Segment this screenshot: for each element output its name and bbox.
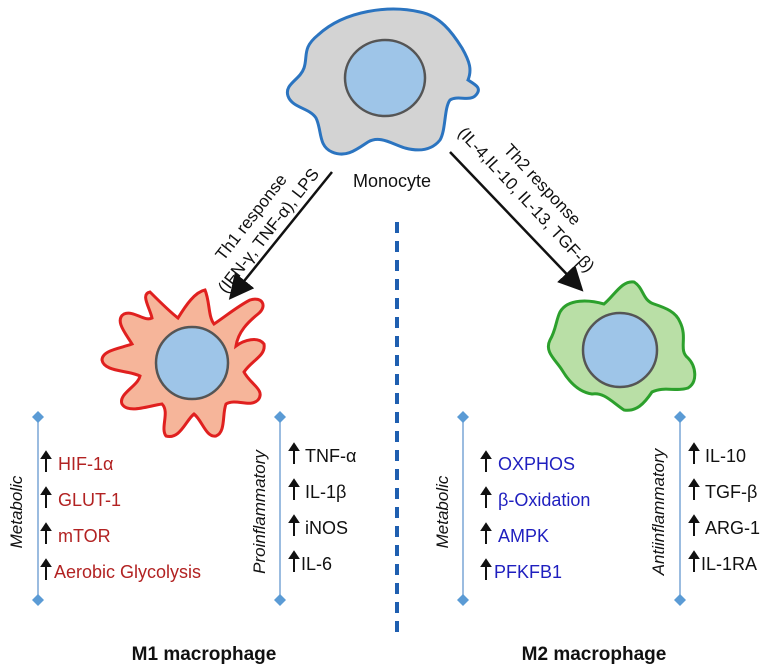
- up-arrow-icon: [40, 522, 52, 544]
- m2-metabolic-item: AMPK: [498, 526, 549, 546]
- m2-nucleus: [581, 311, 659, 389]
- m2-antiinflammatory-item: IL-1RA: [701, 554, 757, 574]
- m1-metabolic-up-arrows: [40, 450, 52, 580]
- up-arrow-icon: [688, 478, 700, 500]
- up-arrow-icon: [288, 478, 300, 500]
- m1-proinflammatory-item: IL-1β: [305, 482, 346, 502]
- up-arrow-icon: [40, 558, 52, 580]
- up-arrow-icon: [480, 486, 492, 508]
- up-arrow-icon: [688, 442, 700, 464]
- monocyte-nucleus: [343, 38, 427, 118]
- arrow-to-m1: [228, 171, 333, 300]
- m2-metabolic-item: PFKFB1: [494, 562, 562, 582]
- m2-antiinflammatory-item: IL-10: [705, 446, 746, 466]
- monocyte-label: Monocyte: [353, 171, 431, 191]
- m2-title: M2 macrophage: [522, 644, 667, 665]
- m1-proinflammatory-label: Proinflammatory: [250, 449, 269, 574]
- up-arrow-icon: [288, 514, 300, 536]
- m1-proinflammatory-item: iNOS: [305, 518, 348, 538]
- up-arrow-icon: [288, 550, 300, 572]
- m1-proinflammatory-item: IL-6: [301, 554, 332, 574]
- monocyte-cell: [285, 7, 480, 156]
- m1-metabolic-item: Aerobic Glycolysis: [54, 562, 201, 582]
- up-arrow-icon: [40, 486, 52, 508]
- up-arrow-icon: [480, 522, 492, 544]
- m2-metabolic-item: β-Oxidation: [498, 490, 590, 510]
- th2-label-line2: (IL-4,IL-10, IL-13, TGF-β): [454, 123, 598, 276]
- m2-macrophage-cell: [547, 280, 697, 412]
- m1-nucleus: [154, 325, 230, 401]
- m2-antiinflammatory-up-arrows: [688, 442, 700, 572]
- m1-metabolic-item: mTOR: [58, 526, 111, 546]
- m2-metabolic-item: OXPHOS: [498, 454, 575, 474]
- up-arrow-icon: [480, 450, 492, 472]
- m1-title: M1 macrophage: [132, 644, 277, 665]
- up-arrow-icon: [688, 514, 700, 536]
- up-arrow-icon: [40, 450, 52, 472]
- m2-metabolic-label: Metabolic: [433, 475, 452, 548]
- m1-proinflammatory-up-arrows: [288, 442, 300, 572]
- m1-metabolic-label: Metabolic: [7, 475, 26, 548]
- arrow-to-m2: [449, 151, 584, 292]
- up-arrow-icon: [288, 442, 300, 464]
- up-arrow-icon: [688, 550, 700, 572]
- m1-metabolic-item: HIF-1α: [58, 454, 113, 474]
- m2-antiinflammatory-label: Antiinflammatory: [649, 447, 668, 576]
- m1-metabolic-item: GLUT-1: [58, 490, 121, 510]
- m1-proinflammatory-item: TNF-α: [305, 446, 356, 466]
- m2-antiinflammatory-item: TGF-β: [705, 482, 757, 502]
- m2-antiinflammatory-item: ARG-1: [705, 518, 760, 538]
- m1-macrophage-cell: [100, 288, 266, 438]
- up-arrow-icon: [480, 558, 492, 580]
- m2-metabolic-up-arrows: [480, 450, 492, 580]
